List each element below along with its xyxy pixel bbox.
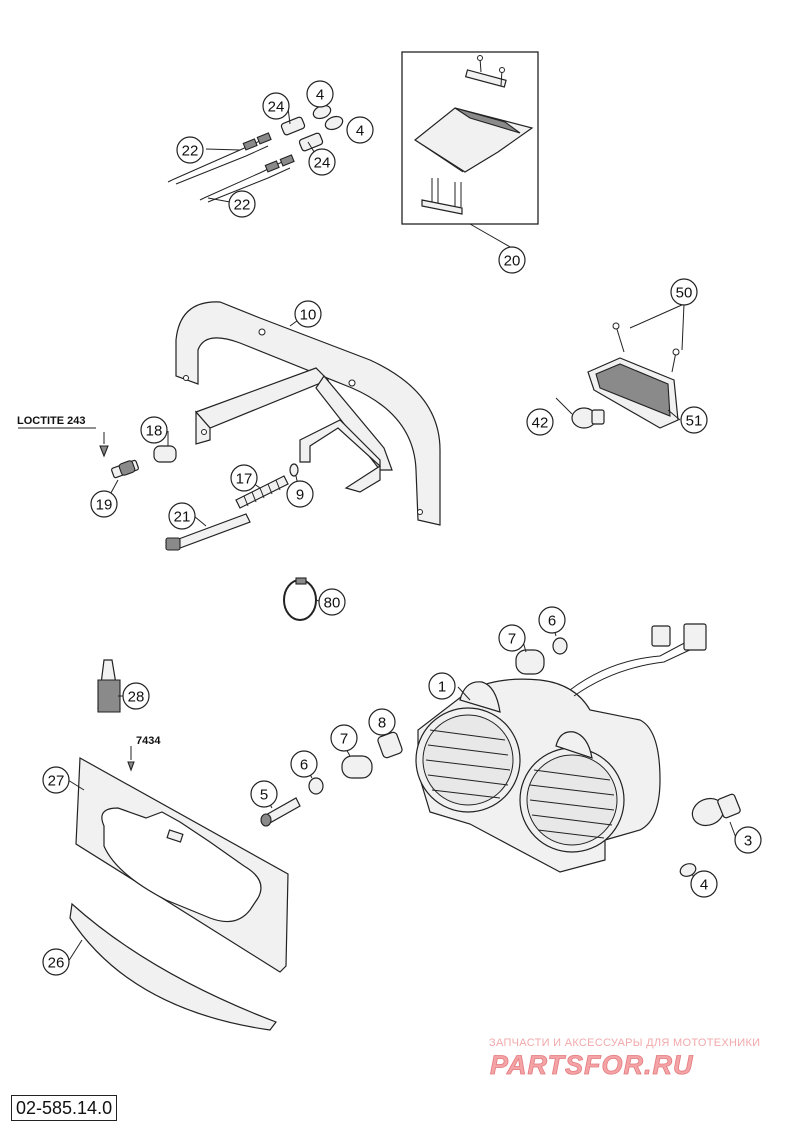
svg-text:6: 6 (548, 613, 556, 630)
callout-c26: 26 (42, 948, 70, 976)
svg-text:10: 10 (300, 307, 317, 324)
callout-c24a: 24 (262, 92, 290, 120)
plate-light-group (571, 303, 685, 429)
svg-text:26: 26 (48, 955, 65, 972)
callout-c8: 8 (368, 708, 396, 736)
callout-c6a: 6 (538, 606, 566, 634)
callout-c24b: 24 (308, 148, 336, 176)
callout-c4b: 4 (346, 116, 374, 144)
headlight-assembly (415, 623, 707, 873)
svg-text:7: 7 (340, 731, 348, 748)
svg-text:7: 7 (508, 631, 516, 648)
svg-text:80: 80 (324, 595, 341, 612)
callout-c19: 19 (90, 490, 118, 518)
svg-text:51: 51 (686, 413, 703, 430)
svg-text:8: 8 (378, 715, 386, 732)
svg-text:21: 21 (174, 509, 191, 526)
number-plate-and-cover (69, 746, 289, 1031)
callout-c22a: 22 (176, 136, 204, 164)
svg-text:18: 18 (146, 423, 163, 440)
document-code: 02-585.14.0 (11, 1095, 118, 1121)
callout-c28: 28 (122, 682, 150, 710)
callout-c21: 21 (168, 502, 196, 530)
callout-c10: 10 (294, 300, 322, 328)
svg-text:17: 17 (236, 471, 253, 488)
svg-text:50: 50 (676, 285, 693, 302)
callout-c3: 3 (734, 826, 762, 854)
svg-text:19: 19 (96, 497, 113, 514)
headlight-bracket-frame (175, 301, 441, 526)
callout-c1: 1 (428, 672, 456, 700)
callout-c9: 9 (286, 480, 314, 508)
callout-c17: 17 (230, 464, 258, 492)
callout-c27: 27 (42, 766, 70, 794)
watermark-brand: PARTSFOR.RU (490, 1050, 694, 1080)
svg-text:4: 4 (316, 87, 324, 104)
callout-c20: 20 (498, 246, 526, 274)
callout-c51: 51 (680, 406, 708, 434)
svg-text:4: 4 (356, 123, 364, 140)
glue-tube (97, 659, 121, 713)
hardware-group (99, 432, 299, 551)
callout-c5: 5 (250, 780, 278, 808)
callout-c50: 50 (670, 278, 698, 306)
hose-clamp (283, 577, 317, 621)
watermark-tagline: ЗАПЧАСТИ И АКСЕССУАРЫ ДЛЯ МОТОТЕХНИКИ (489, 1037, 760, 1049)
watermark: ЗАПЧАСТИ И АКСЕССУАРЫ ДЛЯ МОТОТЕХНИКИ PA… (489, 1037, 760, 1080)
svg-text:5: 5 (260, 787, 268, 804)
svg-text:9: 9 (296, 487, 304, 504)
svg-text:20: 20 (504, 253, 521, 270)
callout-c22b: 22 (228, 190, 256, 218)
code-7434-note: 7434 (136, 735, 161, 747)
callout-c42: 42 (526, 408, 554, 436)
svg-text:24: 24 (314, 155, 331, 172)
svg-text:6: 6 (300, 757, 308, 774)
callout-c7a: 7 (498, 624, 526, 652)
tail-light-box (401, 51, 539, 249)
svg-text:3: 3 (744, 833, 752, 850)
callout-c7b: 7 (330, 724, 358, 752)
callout-c4c: 4 (690, 870, 718, 898)
bulb-group (679, 793, 741, 877)
svg-text:27: 27 (48, 773, 65, 790)
svg-text:28: 28 (128, 689, 145, 706)
loctite-note: LOCTITE 243 (17, 415, 85, 427)
svg-text:22: 22 (182, 143, 199, 160)
callout-c80: 80 (318, 588, 346, 616)
svg-text:42: 42 (532, 415, 549, 432)
wiring-harness-group (167, 104, 344, 203)
callout-c18: 18 (140, 416, 168, 444)
callout-c4a: 4 (306, 80, 334, 108)
callout-c6b: 6 (290, 750, 318, 778)
svg-text:24: 24 (268, 99, 285, 116)
svg-text:1: 1 (438, 679, 446, 696)
spacer-hardware (260, 637, 568, 827)
svg-text:22: 22 (234, 197, 251, 214)
svg-text:4: 4 (700, 877, 708, 894)
